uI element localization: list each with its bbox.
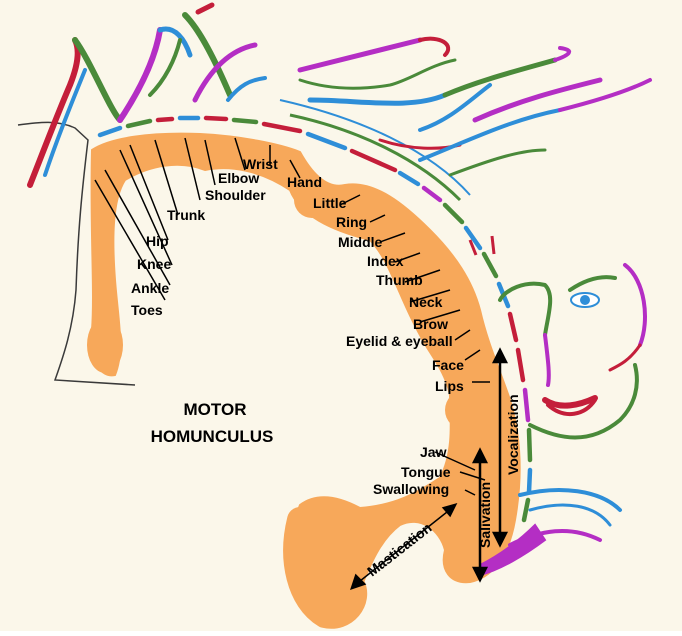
cortex-lobe <box>445 390 485 430</box>
label-ankle: Ankle <box>131 280 169 296</box>
iris-icon <box>580 295 590 305</box>
label-wrist: Wrist <box>243 156 278 172</box>
label-ring: Ring <box>336 214 367 230</box>
title-line-2: HOMUNCULUS <box>151 427 274 446</box>
label-vocalization: Vocalization <box>505 394 521 475</box>
label-little: Little <box>313 195 347 211</box>
label-middle: Middle <box>338 234 383 250</box>
label-thumb: Thumb <box>376 272 423 288</box>
title-line-1: MOTOR <box>184 400 247 419</box>
cortex-lobe <box>87 317 123 373</box>
label-trunk: Trunk <box>167 207 205 223</box>
label-lips: Lips <box>435 378 464 394</box>
label-face: Face <box>432 357 464 373</box>
label-hand: Hand <box>287 174 322 190</box>
label-tongue: Tongue <box>401 464 451 480</box>
label-eyelid-eyeball: Eyelid & eyeball <box>346 333 453 349</box>
label-jaw: Jaw <box>420 444 447 460</box>
label-brow: Brow <box>413 316 448 332</box>
label-index: Index <box>367 253 404 269</box>
label-neck: Neck <box>409 294 443 310</box>
label-knee: Knee <box>137 256 171 272</box>
label-salivation: Salivation <box>477 482 493 548</box>
neck-stroke <box>492 236 494 254</box>
label-swallowing: Swallowing <box>373 481 449 497</box>
label-shoulder: Shoulder <box>205 187 266 203</box>
label-elbow: Elbow <box>218 170 259 186</box>
label-hip: Hip <box>146 233 169 249</box>
label-toes: Toes <box>131 302 163 318</box>
